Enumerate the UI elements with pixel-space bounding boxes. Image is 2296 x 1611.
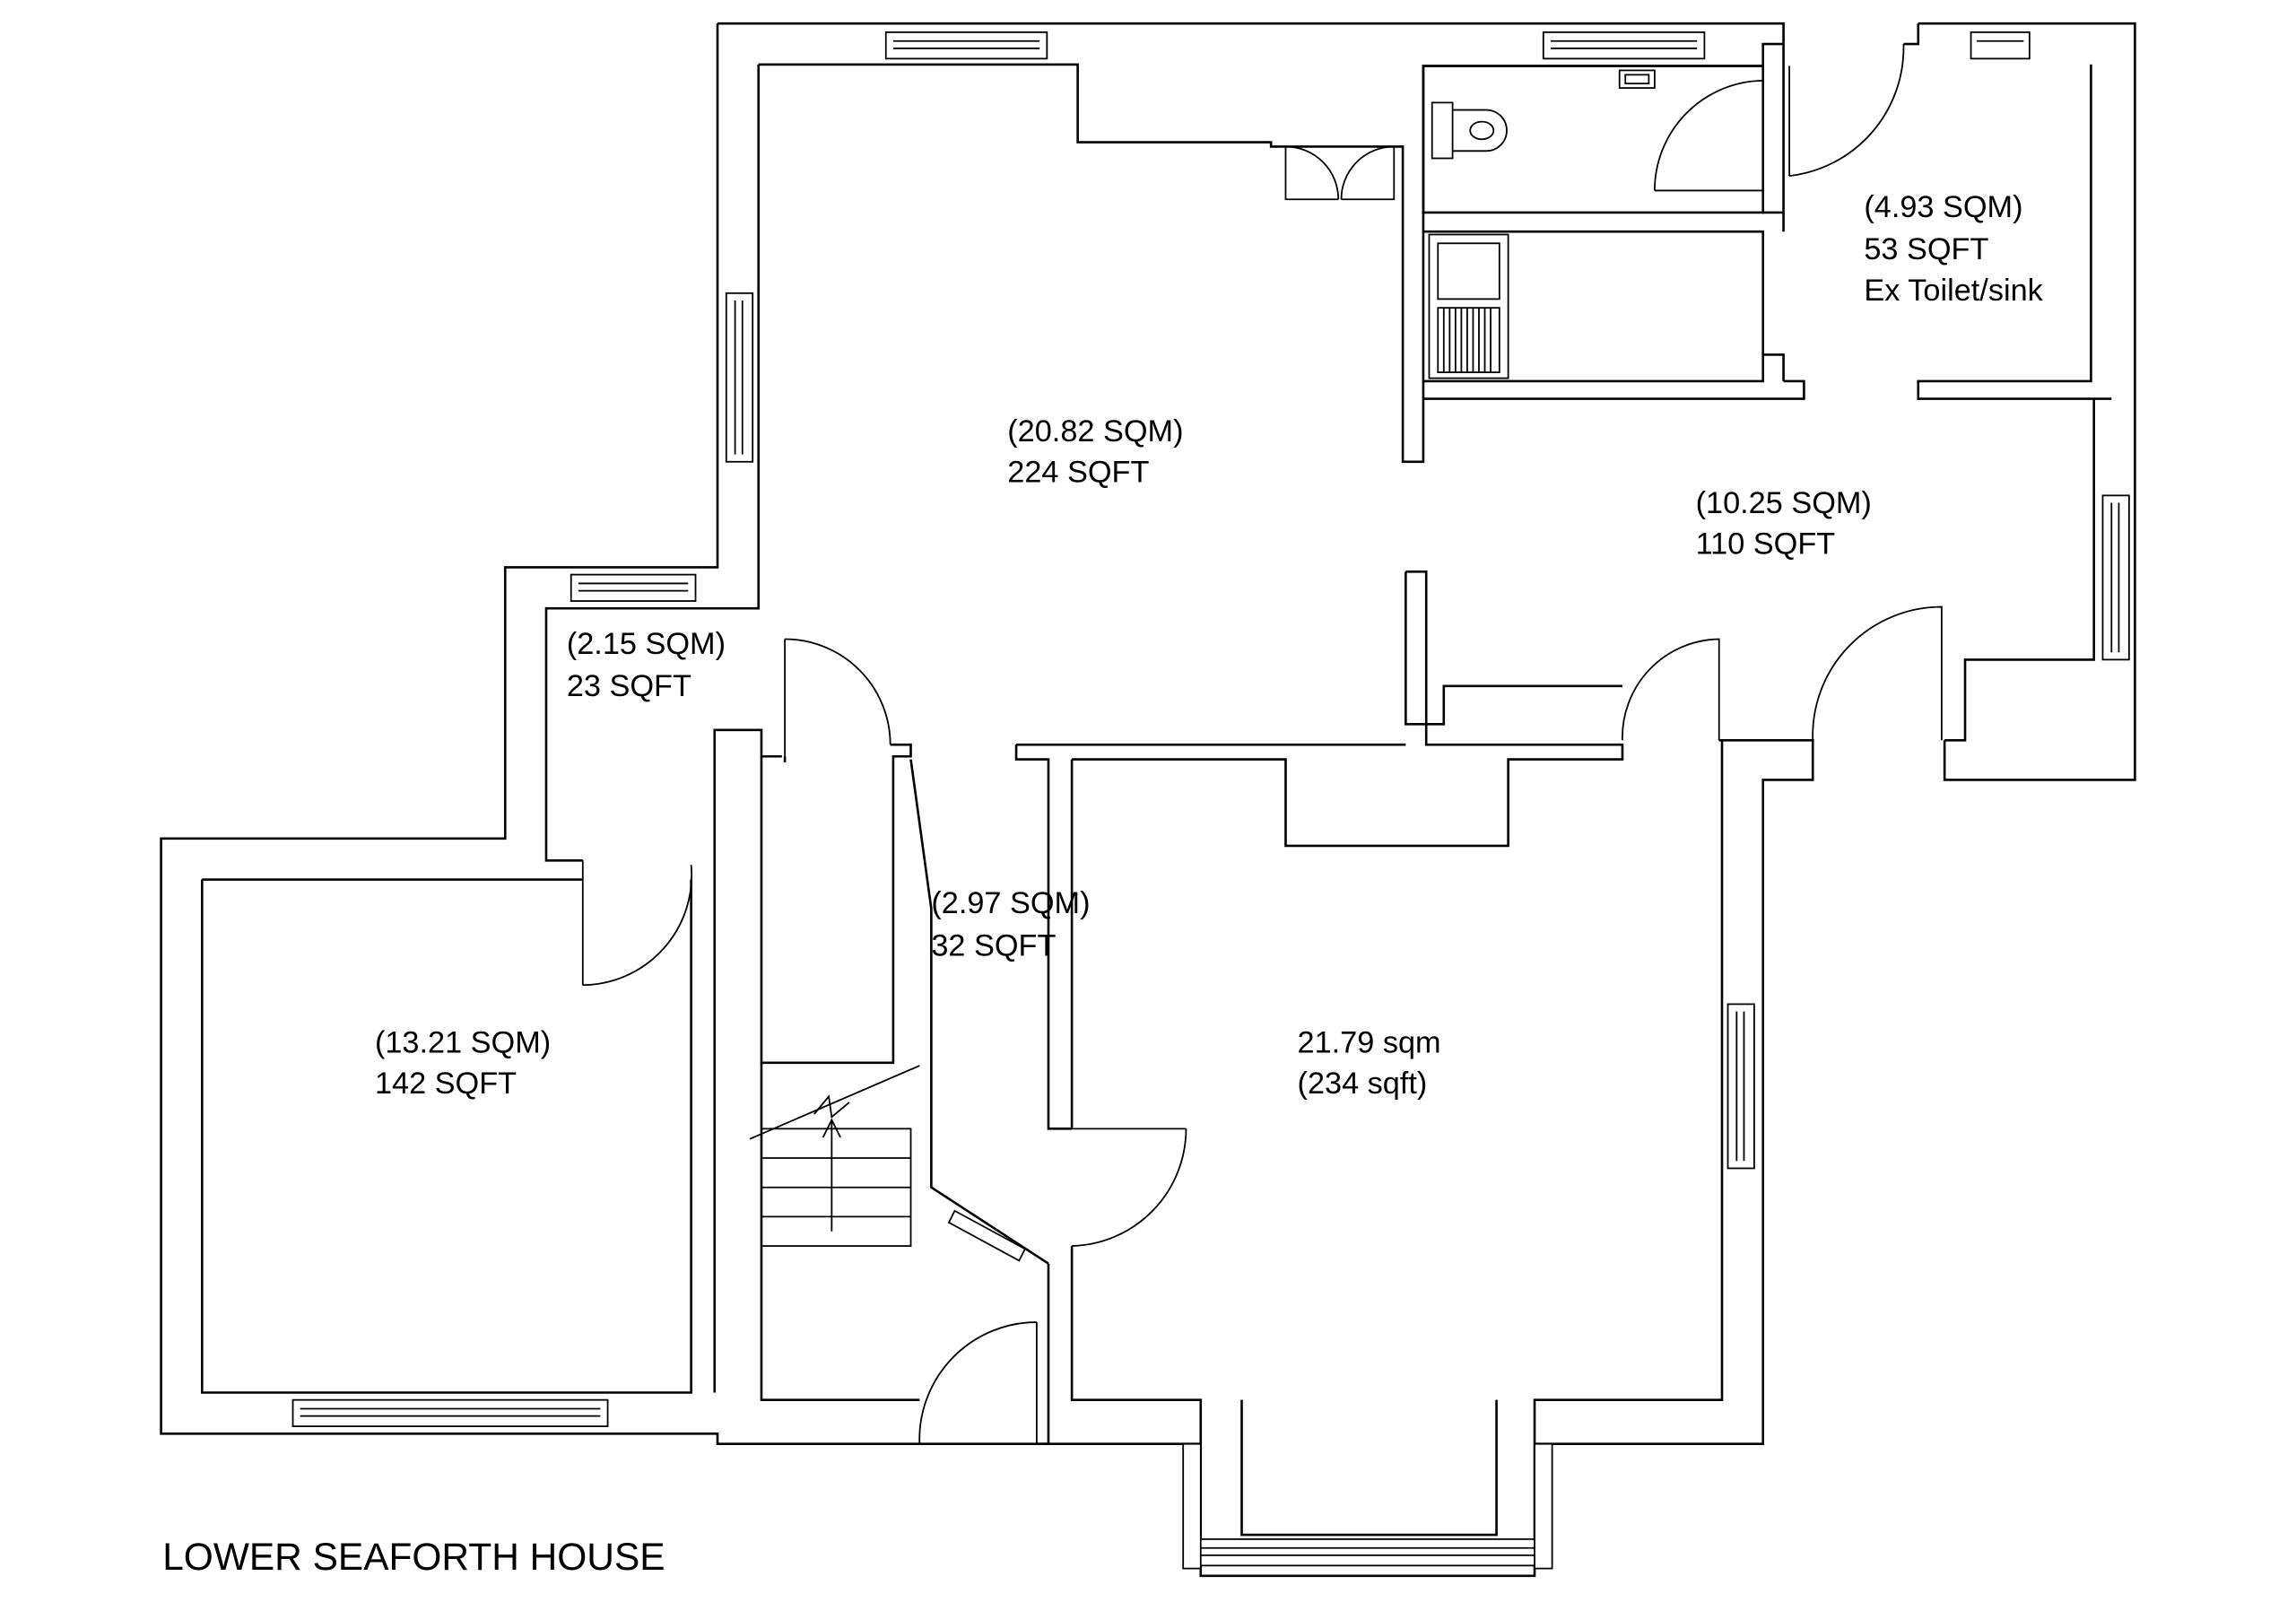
room-area-sqm: (2.97 SQM) [931, 886, 1090, 920]
room-area-sqft: (234 sqft) [1298, 1067, 1428, 1101]
room-area-sqm: (13.21 SQM) [375, 1025, 551, 1059]
window [2101, 494, 2130, 661]
window [1970, 31, 2031, 60]
window [947, 1209, 1027, 1262]
room-name: Ex Toilet/sink [1864, 274, 2043, 308]
window [1182, 1442, 1202, 1570]
walls [160, 22, 2136, 1578]
doors [581, 44, 1943, 1444]
window [1191, 1538, 1544, 1567]
plan-title: LOWER SEAFORTH HOUSE [162, 1536, 665, 1578]
room-area-sqft: 32 SQFT [931, 928, 1056, 962]
fixtures [1428, 69, 1656, 379]
room-area-sqm: (10.25 SQM) [1696, 486, 1872, 520]
window [1534, 1442, 1553, 1570]
room-area-sqm: (20.82 SQM) [1007, 414, 1183, 448]
room-area-sqm: 21.79 sqm [1298, 1025, 1441, 1059]
windows [291, 31, 2130, 1570]
room-area-sqft: 110 SQFT [1696, 527, 1836, 562]
window [1726, 1003, 1755, 1170]
basin-icon [1618, 69, 1656, 89]
staircase [749, 1065, 920, 1247]
room-area-sqft: 53 SQFT [1864, 232, 1988, 266]
window [570, 573, 697, 602]
window [1542, 31, 1706, 60]
room-area-sqft: 23 SQFT [567, 669, 691, 703]
room-area-sqft: 142 SQFT [375, 1067, 517, 1101]
room-area-sqft: 224 SQFT [1007, 456, 1149, 490]
window [725, 292, 754, 463]
window [291, 1398, 609, 1427]
room-area-sqm: (2.15 SQM) [567, 627, 726, 661]
room-labels: (20.82 SQM) 224 SQFT (4.93 SQM) 53 SQFT … [375, 190, 2044, 1101]
toilet-icon [1431, 101, 1508, 160]
room-area-sqm: (4.93 SQM) [1864, 190, 2022, 224]
sink-icon [1428, 233, 1509, 379]
window [884, 31, 1048, 60]
